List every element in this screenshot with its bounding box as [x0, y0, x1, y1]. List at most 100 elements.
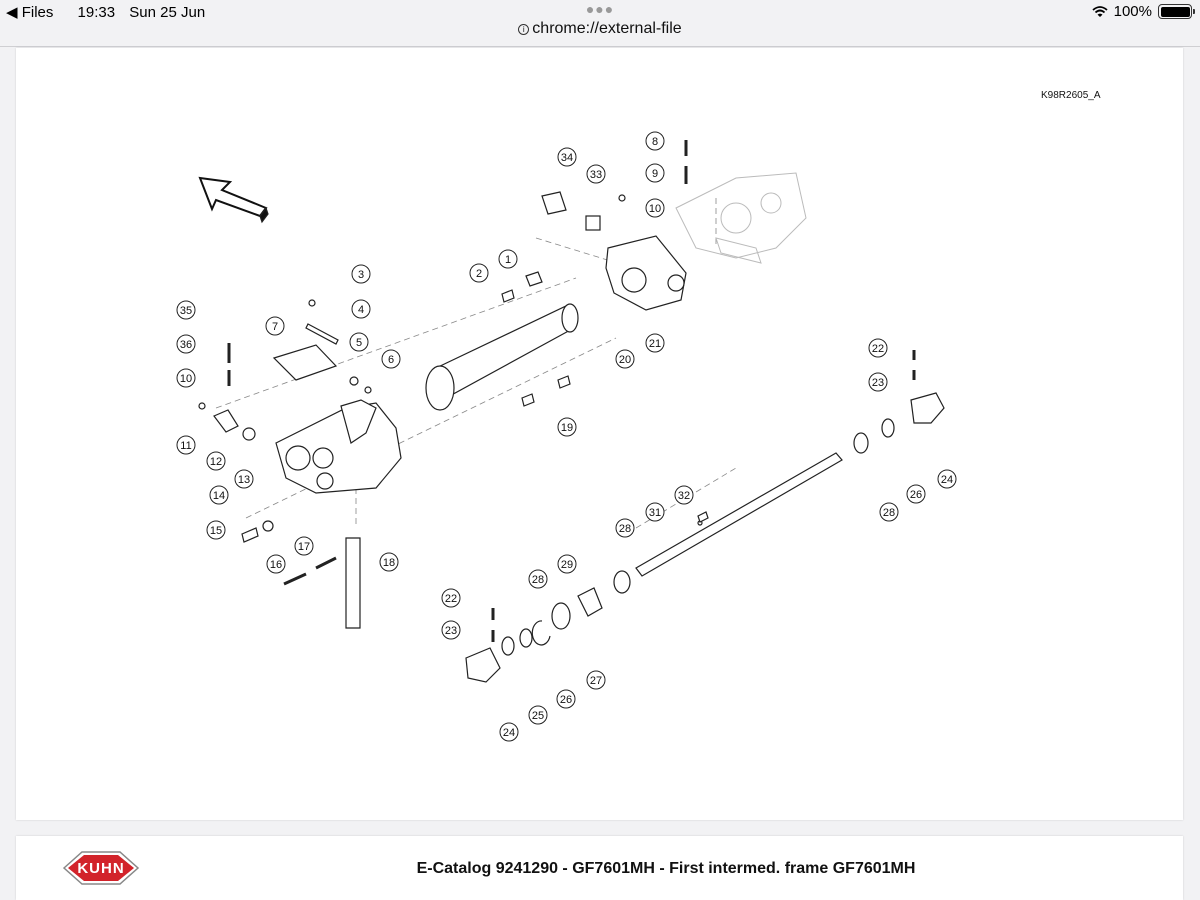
svg-text:31: 31 — [649, 507, 661, 519]
svg-text:29: 29 — [561, 559, 573, 571]
svg-text:34: 34 — [561, 152, 573, 164]
svg-text:4: 4 — [358, 304, 364, 316]
callout-12: 12 — [206, 451, 226, 471]
svg-text:27: 27 — [590, 675, 602, 687]
catalog-footer: KUHN E-Catalog 9241290 - GF7601MH - Firs… — [16, 836, 1183, 900]
svg-text:9: 9 — [652, 168, 658, 180]
callout-15: 15 — [206, 520, 226, 540]
callout-9: 9 — [645, 163, 665, 183]
direction-arrow-icon — [198, 176, 268, 218]
svg-text:18: 18 — [383, 557, 395, 569]
callout-35: 35 — [176, 300, 196, 320]
svg-text:35: 35 — [180, 305, 192, 317]
callout-28: 28 — [528, 569, 548, 589]
callout-26: 26 — [906, 484, 926, 504]
svg-text:2: 2 — [476, 268, 482, 280]
callout-5: 5 — [349, 332, 369, 352]
document-page[interactable]: K98R2605_A — [16, 48, 1183, 820]
callout-7: 7 — [265, 316, 285, 336]
frame-tube — [425, 303, 579, 411]
svg-text:23: 23 — [445, 625, 457, 637]
callout-1: 1 — [498, 249, 518, 269]
exploded-parts-diagram: 1234567891010111213141516171819202122222… — [176, 131, 957, 742]
callout-34: 34 — [557, 147, 577, 167]
callout-24: 24 — [499, 722, 519, 742]
battery-percent: 100% — [1113, 3, 1152, 20]
svg-text:32: 32 — [678, 490, 690, 502]
callout-33: 33 — [586, 164, 606, 184]
left-gear-housing — [275, 399, 402, 494]
callout-25: 25 — [528, 705, 548, 725]
callout-28: 28 — [879, 502, 899, 522]
date: Sun 25 Jun — [129, 4, 206, 21]
callout-26: 26 — [556, 689, 576, 709]
more-options-icon[interactable]: ●●● — [585, 1, 615, 17]
callout-17: 17 — [294, 536, 314, 556]
svg-text:17: 17 — [298, 541, 310, 553]
callout-16: 16 — [266, 554, 286, 574]
back-to-app-link[interactable]: ◀ Files — [6, 4, 54, 21]
svg-text:3: 3 — [358, 269, 364, 281]
callout-19: 19 — [557, 417, 577, 437]
callout-36: 36 — [176, 334, 196, 354]
svg-text:11: 11 — [180, 440, 191, 452]
svg-text:7: 7 — [272, 321, 278, 333]
svg-text:15: 15 — [210, 525, 222, 537]
callout-10: 10 — [645, 198, 665, 218]
svg-text:6: 6 — [388, 354, 394, 366]
drive-shaft — [635, 452, 843, 577]
svg-text:28: 28 — [532, 574, 544, 586]
svg-text:21: 21 — [649, 338, 661, 350]
callout-32: 32 — [674, 485, 694, 505]
svg-text:28: 28 — [619, 523, 631, 535]
catalog-title: E-Catalog 9241290 - GF7601MH - First int… — [416, 860, 916, 877]
svg-text:33: 33 — [590, 169, 602, 181]
callout-27: 27 — [586, 670, 606, 690]
callout-13: 13 — [234, 469, 254, 489]
svg-text:24: 24 — [503, 727, 515, 739]
callout-14: 14 — [209, 485, 229, 505]
clock: 19:33 — [77, 4, 116, 21]
svg-text:20: 20 — [619, 354, 631, 366]
callout-20: 20 — [615, 349, 635, 369]
wifi-icon — [1092, 5, 1108, 17]
callout-11: 11 — [176, 435, 196, 455]
callout-23: 23 — [441, 620, 461, 640]
callout-24: 24 — [937, 469, 957, 489]
drawing-reference: K98R2605_A — [1041, 90, 1101, 101]
toolbar-divider — [0, 46, 1200, 47]
callout-2: 2 — [469, 263, 489, 283]
status-bar: ◀ Files 19:33 Sun 25 Jun 100% — [0, 0, 1200, 22]
svg-text:26: 26 — [560, 694, 572, 706]
svg-text:24: 24 — [941, 474, 953, 486]
callout-22: 22 — [441, 588, 461, 608]
svg-text:1: 1 — [505, 254, 511, 266]
svg-text:14: 14 — [213, 490, 225, 502]
callout-22: 22 — [868, 338, 888, 358]
svg-text:5: 5 — [356, 337, 362, 349]
callout-10: 10 — [176, 368, 196, 388]
logo-text: KUHN — [77, 860, 125, 877]
callout-4: 4 — [351, 299, 371, 319]
svg-text:10: 10 — [180, 373, 192, 385]
url-text: chrome://external-file — [532, 20, 682, 37]
svg-text:12: 12 — [210, 456, 222, 468]
svg-text:8: 8 — [652, 136, 658, 148]
callout-23: 23 — [868, 372, 888, 392]
callout-8: 8 — [645, 131, 665, 151]
callout-31: 31 — [645, 502, 665, 522]
callout-21: 21 — [645, 333, 665, 353]
info-icon[interactable]: i — [518, 24, 530, 35]
callout-18: 18 — [379, 552, 399, 572]
callout-29: 29 — [557, 554, 577, 574]
svg-text:16: 16 — [270, 559, 282, 571]
svg-text:36: 36 — [180, 339, 192, 351]
svg-text:23: 23 — [872, 377, 884, 389]
callout-6: 6 — [381, 349, 401, 369]
svg-text:19: 19 — [561, 422, 573, 434]
svg-text:13: 13 — [238, 474, 250, 486]
svg-text:22: 22 — [445, 593, 457, 605]
svg-text:22: 22 — [872, 343, 884, 355]
svg-text:25: 25 — [532, 710, 544, 722]
